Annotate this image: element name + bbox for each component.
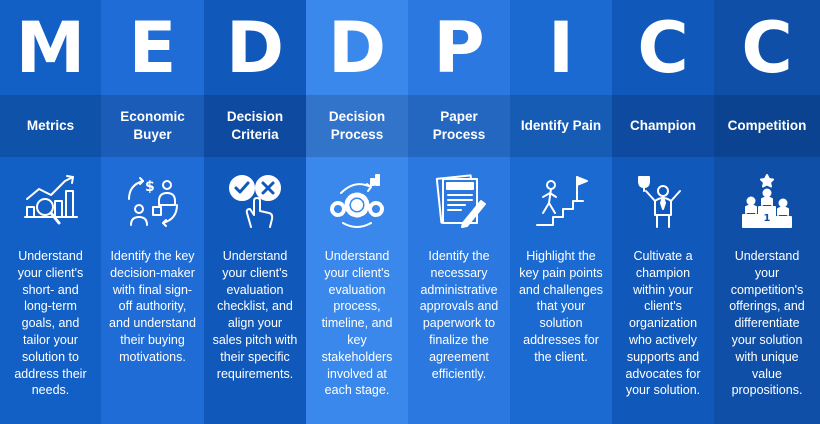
column-description: Understand your client's evaluation proc… bbox=[321, 249, 393, 398]
checklist-hand-icon bbox=[229, 175, 281, 228]
column-paper-process: P Paper Process Identify the necessary a… bbox=[408, 0, 510, 424]
column-title: Competition bbox=[727, 118, 807, 133]
trophy-person-icon bbox=[638, 176, 681, 228]
column-title: Identify Pain bbox=[520, 118, 602, 133]
column-description: Understand your client's short- and long… bbox=[14, 249, 87, 398]
column-letter: C bbox=[637, 6, 689, 89]
column-title: Decision Criteria bbox=[226, 109, 284, 142]
column-letter: M bbox=[15, 6, 86, 89]
chart-magnifier-icon bbox=[23, 175, 78, 225]
stairs-flag-icon bbox=[536, 176, 588, 226]
column-description: Highlight the key pain points and challe… bbox=[518, 249, 604, 364]
gears-process-icon bbox=[330, 174, 384, 228]
column-title: Paper Process bbox=[432, 109, 486, 142]
column-description: Understand your client's evaluation chec… bbox=[212, 249, 298, 381]
column-title: Decision Process bbox=[328, 109, 386, 142]
column-letter: E bbox=[128, 6, 177, 89]
podium-icon: 1 bbox=[742, 174, 792, 228]
column-letter: D bbox=[225, 6, 285, 89]
column-letter: P bbox=[433, 6, 485, 89]
column-metrics: M Metrics Understand your client's short… bbox=[0, 0, 101, 424]
column-letter: I bbox=[547, 6, 575, 89]
column-description: Cultivate a champion within your client'… bbox=[625, 249, 701, 398]
column-title: Economic Buyer bbox=[120, 109, 185, 142]
column-decision-process: D Decision Process Understand your clien… bbox=[306, 0, 408, 424]
column-description: Identify the necessary administrative ap… bbox=[419, 249, 499, 381]
column-title: Champion bbox=[630, 118, 696, 133]
column-identify-pain: I Identify Pain Highlight the key pain p… bbox=[510, 0, 612, 424]
svg-text:$: $ bbox=[145, 179, 155, 195]
column-letter: D bbox=[327, 6, 387, 89]
column-economic-buyer: E Economic Buyer $ Identify the key deci… bbox=[101, 0, 204, 424]
column-title: Metrics bbox=[26, 118, 75, 133]
contract-pen-icon bbox=[435, 174, 486, 228]
buyer-exchange-icon: $ bbox=[127, 177, 178, 227]
svg-text:1: 1 bbox=[764, 213, 771, 224]
column-competition: C Competition 1 Understand your competit… bbox=[714, 0, 820, 424]
column-description: Identify the key decision-maker with fin… bbox=[109, 249, 196, 364]
column-description: Understand your competition's offerings,… bbox=[729, 249, 805, 398]
column-letter: C bbox=[741, 6, 793, 89]
column-champion: C Champion Cultivate a champion within y… bbox=[612, 0, 714, 424]
column-decision-criteria: D Decision Criteria Understand your clie… bbox=[204, 0, 306, 424]
